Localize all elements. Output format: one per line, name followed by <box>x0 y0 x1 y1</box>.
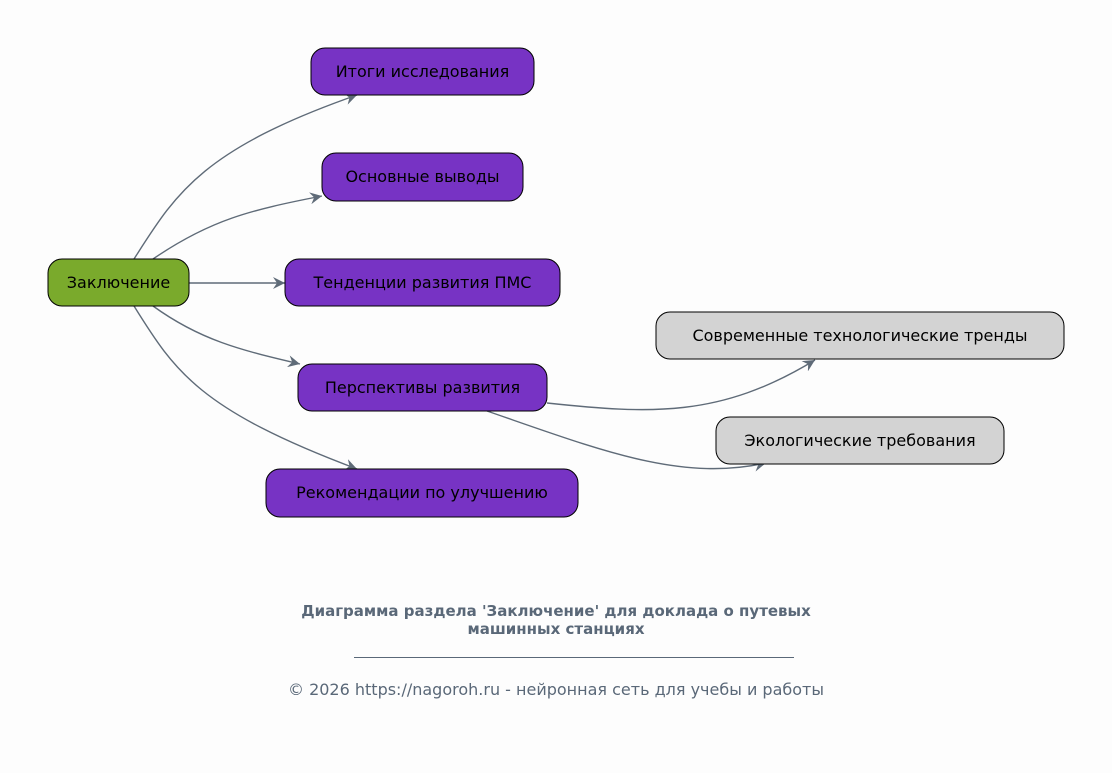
edge-n4-n6 <box>546 359 816 411</box>
node-study-results[interactable]: Итоги исследования <box>310 47 535 96</box>
diagram-caption: Диаграмма раздела 'Заключение' для докла… <box>0 602 1112 638</box>
node-label: Рекомендации по улучшению <box>296 483 548 502</box>
node-label: Итоги исследования <box>336 62 510 81</box>
node-root[interactable]: Заключение <box>47 258 190 307</box>
node-trends[interactable]: Тенденции развития ПМС <box>284 258 561 307</box>
node-eco-requirements[interactable]: Экологические требования <box>715 416 1005 465</box>
edge-root-n1 <box>133 93 358 260</box>
node-recommendations[interactable]: Рекомендации по улучшению <box>265 468 579 518</box>
edge-n4-n7 <box>486 410 767 472</box>
edge-root-n4 <box>152 305 301 368</box>
node-label: Основные выводы <box>345 167 499 186</box>
node-label: Тенденции развития ПМС <box>313 273 532 292</box>
footer-copyright: © 2026 https://nagoroh.ru - нейронная се… <box>287 680 824 699</box>
edge-root-n5 <box>133 305 358 471</box>
node-label: Перспективы развития <box>325 378 520 397</box>
node-label: Заключение <box>67 273 170 292</box>
caption-divider <box>354 657 794 658</box>
caption-title: Диаграмма раздела 'Заключение' для докла… <box>301 602 811 638</box>
node-label: Экологические требования <box>744 431 975 450</box>
node-main-conclusions[interactable]: Основные выводы <box>321 152 524 202</box>
node-label: Современные технологические тренды <box>692 326 1027 345</box>
edge-root-n2 <box>152 192 323 260</box>
node-prospects[interactable]: Перспективы развития <box>297 363 548 412</box>
node-tech-trends[interactable]: Современные технологические тренды <box>655 311 1065 360</box>
